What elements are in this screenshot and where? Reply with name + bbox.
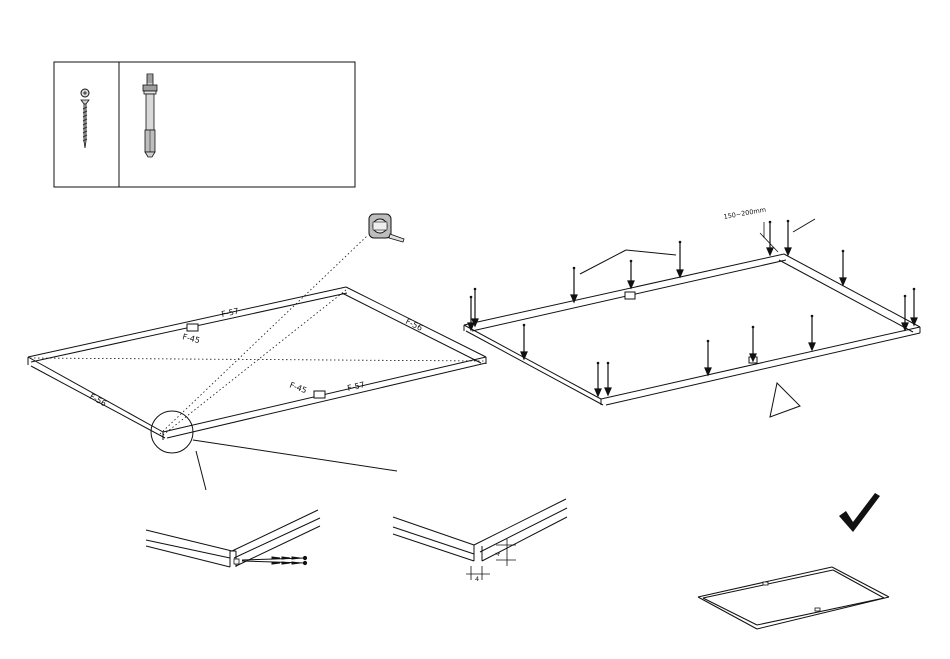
label-joint-bottom: F-45 <box>288 380 308 395</box>
gap-width-label: 4 <box>475 575 479 583</box>
warning-triangle-icon <box>770 383 800 417</box>
label-bottom-rail: F-57 <box>346 380 365 393</box>
finished-frame-preview <box>698 567 889 629</box>
screw-arrows <box>242 556 307 564</box>
anchor-spacing-label: 150~200mm <box>723 206 767 221</box>
gap-height-label: 4 <box>494 552 502 556</box>
tape-measure-icon <box>369 214 404 242</box>
anchor-bolt-icon <box>143 74 157 157</box>
detail-magnifier <box>151 411 193 453</box>
frame-anchoring-right: 150~200mm <box>464 206 920 417</box>
corner-detail-alignment: 4 4 <box>393 499 567 583</box>
label-right-rail: F-56 <box>404 317 424 333</box>
corner-detail-screws <box>146 510 320 567</box>
wood-screw-icon <box>81 89 89 148</box>
label-joint-top: F-45 <box>182 332 201 345</box>
checkmark-icon <box>839 493 880 532</box>
frame-layout-left: F-57 F-56 F-56 F-57 F-45 F-45 <box>28 236 486 490</box>
hardware-parts-box <box>54 62 355 187</box>
